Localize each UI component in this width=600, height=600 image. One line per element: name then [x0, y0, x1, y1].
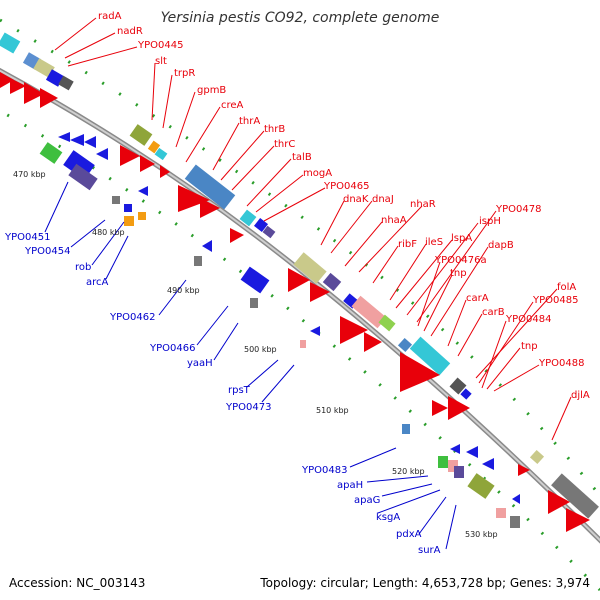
- gene-label-ispH[interactable]: ispH: [479, 216, 501, 227]
- gene-label-talB[interactable]: talB: [292, 152, 312, 163]
- gene-label-YPO0466[interactable]: YPO0466: [149, 343, 195, 354]
- reverse-gene-labels: YPO0451 YPO0454 rob arcA YPO0462 YPO0466…: [4, 232, 441, 556]
- gene-label-nhaA[interactable]: nhaA: [381, 215, 407, 226]
- label-leader-lines: [44, 17, 572, 550]
- gene-label-YPO0478[interactable]: YPO0478: [495, 204, 541, 215]
- gene-label-pdxA[interactable]: pdxA: [396, 529, 422, 540]
- tick-500-kbp: 500 kbp: [244, 345, 277, 354]
- position-ticks: 470 kbp 480 kbp 490 kbp 500 kbp 510 kbp …: [13, 170, 498, 539]
- gene-label-gpmB[interactable]: gpmB: [197, 85, 226, 96]
- gene-label-djlA[interactable]: djlA: [571, 390, 590, 401]
- gene-label-YPO0462[interactable]: YPO0462: [109, 312, 155, 323]
- gene-label-folA[interactable]: folA: [557, 282, 576, 293]
- gene-label-lspA[interactable]: lspA: [451, 233, 472, 244]
- tick-530-kbp: 530 kbp: [465, 530, 498, 539]
- tick-480-kbp: 480 kbp: [92, 228, 125, 237]
- gene-label-YPO0451[interactable]: YPO0451: [4, 232, 50, 243]
- gene-label-YPO0483[interactable]: YPO0483: [301, 465, 347, 476]
- map-title: Yersinia pestis CO92, complete genome: [161, 10, 440, 26]
- gene-label-arcA[interactable]: arcA: [86, 277, 109, 288]
- gene-label-slt[interactable]: slt: [155, 56, 167, 67]
- gene-label-dnaK[interactable]: dnaK: [343, 194, 369, 205]
- genome-summary-text: Topology: circular; Length: 4,653,728 bp…: [259, 576, 590, 590]
- feature-track-guides: [0, 18, 600, 592]
- reverse-strand-arrows: [58, 132, 520, 504]
- forward-strand-arrows: [0, 72, 590, 532]
- gene-label-YPO0476a[interactable]: YPO0476a: [434, 255, 487, 266]
- tick-470-kbp: 470 kbp: [13, 170, 46, 179]
- gene-label-thrC[interactable]: thrC: [274, 139, 295, 150]
- gene-label-dapB[interactable]: dapB: [488, 240, 514, 251]
- genome-backbone: [0, 67, 600, 544]
- gene-label-YPO0484[interactable]: YPO0484: [505, 314, 551, 325]
- tick-490-kbp: 490 kbp: [167, 286, 200, 295]
- gene-label-apaH[interactable]: apaH: [337, 480, 363, 491]
- gene-label-radA[interactable]: radA: [98, 11, 122, 22]
- gene-label-surA[interactable]: surA: [418, 545, 441, 556]
- gene-label-dnaJ[interactable]: dnaJ: [372, 194, 394, 205]
- gene-label-YPO0454[interactable]: YPO0454: [24, 246, 70, 257]
- gene-label-nhaR[interactable]: nhaR: [410, 199, 436, 210]
- gene-label-YPO0445[interactable]: YPO0445: [137, 40, 183, 51]
- tick-520-kbp: 520 kbp: [392, 467, 425, 476]
- gene-label-ribF[interactable]: ribF: [398, 239, 417, 250]
- gene-label-nadR[interactable]: nadR: [117, 26, 143, 37]
- gene-label-mogA[interactable]: mogA: [303, 168, 332, 179]
- gene-label-YPO0465[interactable]: YPO0465: [323, 181, 369, 192]
- tick-510-kbp: 510 kbp: [316, 406, 349, 415]
- gene-label-trpR[interactable]: trpR: [174, 68, 195, 79]
- gene-label-YPO0488[interactable]: YPO0488: [538, 358, 584, 369]
- gene-label-tnp-2[interactable]: tnp: [521, 341, 538, 352]
- gene-label-rpsT[interactable]: rpsT: [228, 385, 251, 396]
- gene-label-YPO0473[interactable]: YPO0473: [225, 402, 271, 413]
- gene-label-ileS[interactable]: ileS: [425, 237, 443, 248]
- forward-gene-labels: radA nadR YPO0445 slt trpR gpmB creA thr…: [98, 11, 590, 401]
- feature-blocks: [0, 32, 599, 528]
- gene-label-ksgA[interactable]: ksgA: [376, 512, 400, 523]
- gene-label-tnp-1[interactable]: tnp: [450, 268, 467, 279]
- gene-label-carB[interactable]: carB: [482, 307, 505, 318]
- gene-label-apaG[interactable]: apaG: [354, 495, 380, 506]
- gene-label-carA[interactable]: carA: [466, 293, 489, 304]
- gene-label-creA[interactable]: creA: [221, 100, 244, 111]
- gene-label-thrB[interactable]: thrB: [264, 124, 285, 135]
- accession-text: Accession: NC_003143: [9, 576, 145, 590]
- gene-label-rob[interactable]: rob: [75, 262, 91, 273]
- gene-label-yaaH[interactable]: yaaH: [187, 358, 213, 369]
- gene-label-thrA[interactable]: thrA: [239, 116, 260, 127]
- gene-label-YPO0485[interactable]: YPO0485: [532, 295, 578, 306]
